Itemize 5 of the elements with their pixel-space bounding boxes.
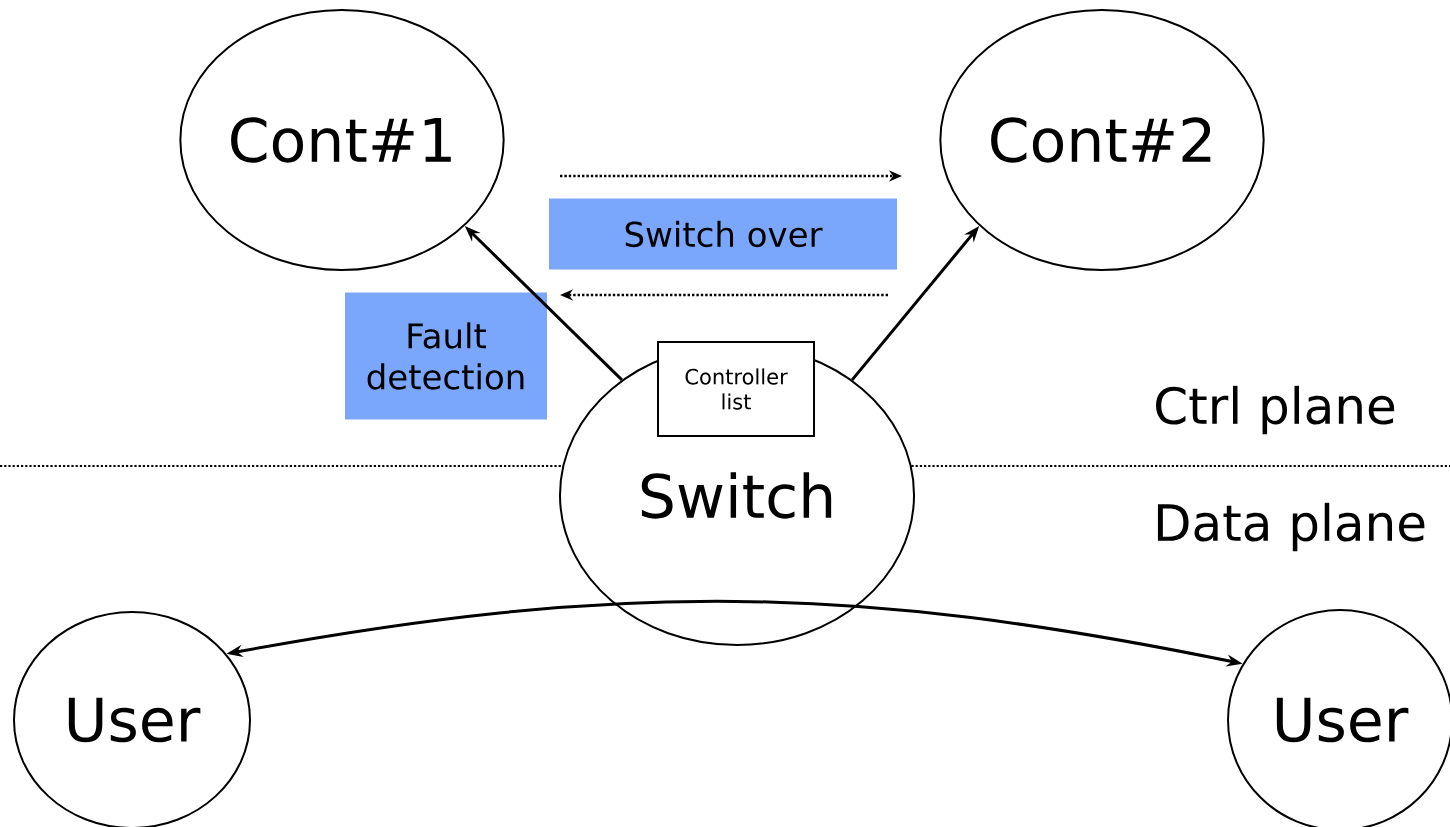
fault-detection-box: Fault detection xyxy=(345,292,547,420)
switch-over-box: Switch over xyxy=(549,198,897,270)
plane-label: Data plane xyxy=(1157,502,1425,552)
plane-label: Ctrl plane xyxy=(1156,385,1395,435)
list-box: Controller list xyxy=(657,341,815,437)
